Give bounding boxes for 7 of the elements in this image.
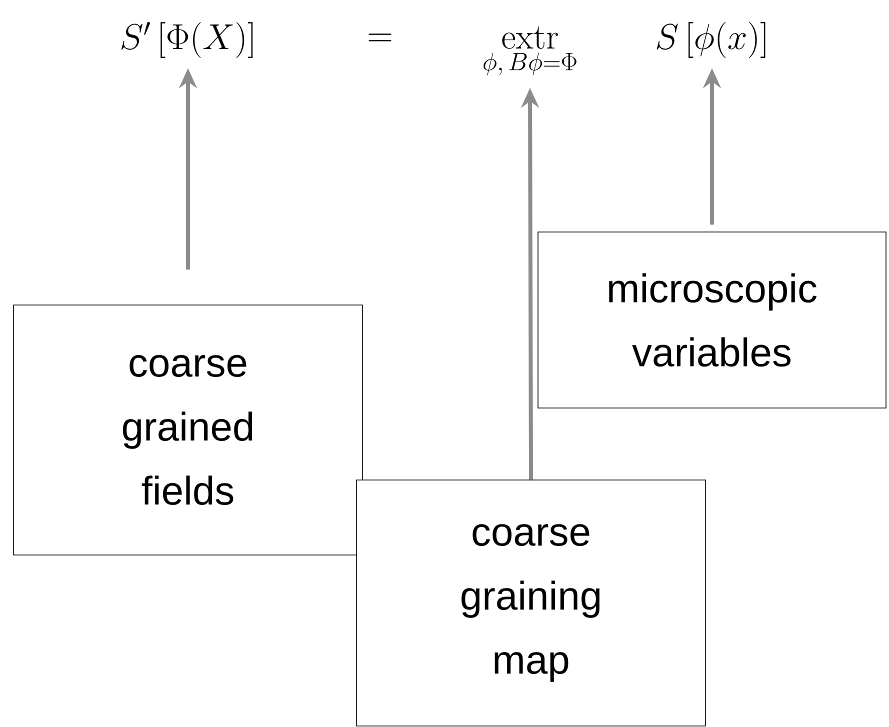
text-box: coarse grained fields: [13, 304, 363, 556]
formula-term: $S'\left[\Phi(X)\right]$: [121, 22, 253, 58]
formula-term: $\mathop{\mathrm{extr}}\limits_{\phi,\,B\phi=\Phi}$: [484, 26, 576, 76]
text-box: coarse graining map: [356, 480, 706, 726]
equals-sign: $=$: [368, 34, 392, 42]
text-box: microscopic variables: [538, 232, 886, 408]
formula-term: $S\left[\phi(x)\right]$: [656, 22, 766, 58]
